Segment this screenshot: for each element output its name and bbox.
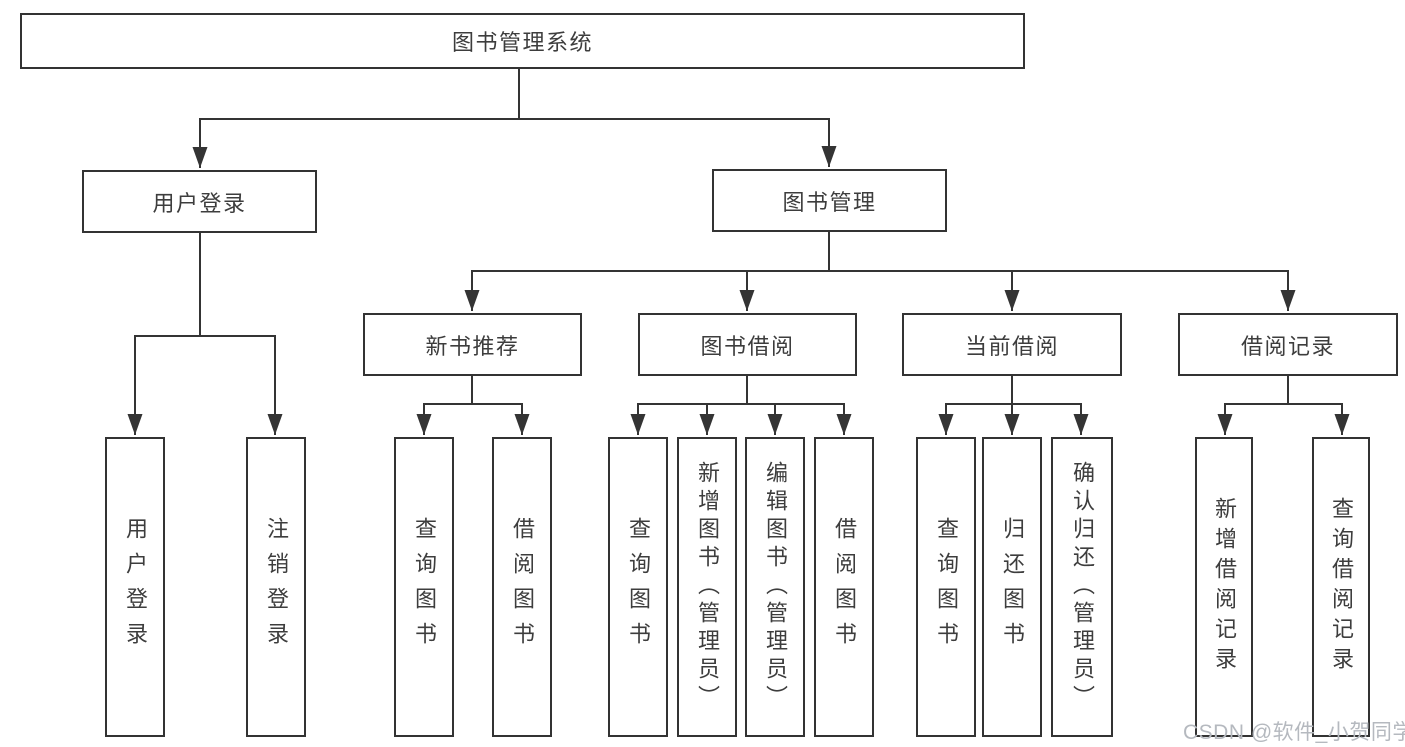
connector-user-login-to-leaves [127, 233, 283, 435]
leaf-add-borrow-record: 新增借阅记录 [1195, 437, 1253, 737]
leaf-edit-book-admin-label: 编辑图书（管理员） [763, 461, 788, 713]
leaf-borrow-books-recommend: 借阅图书 [492, 437, 552, 737]
connector-current-borrow-to-leaves [938, 376, 1089, 435]
leaf-logout-label: 注销登录 [264, 517, 289, 657]
connector-new-book-rec-to-leaves [416, 376, 530, 435]
leaf-borrow-books-recommend-label: 借阅图书 [510, 517, 535, 657]
leaf-confirm-return-admin-label: 确认归还（管理员） [1070, 461, 1095, 713]
leaf-add-book-admin-label: 新增图书（管理员） [695, 461, 720, 713]
leaf-user-login-label: 用户登录 [123, 517, 148, 657]
node-user-login: 用户登录 [82, 170, 317, 233]
leaf-query-books-recommend: 查询图书 [394, 437, 454, 737]
leaf-query-books-borrowing-label: 查询图书 [626, 517, 651, 657]
leaf-query-books-recommend-label: 查询图书 [412, 517, 437, 657]
leaf-borrow-books-borrowing: 借阅图书 [814, 437, 874, 737]
leaf-add-book-admin: 新增图书（管理员） [677, 437, 737, 737]
leaf-edit-book-admin: 编辑图书（管理员） [745, 437, 805, 737]
leaf-query-books-borrowing: 查询图书 [608, 437, 668, 737]
node-book-management: 图书管理 [712, 169, 947, 232]
leaf-query-books-current-label: 查询图书 [934, 517, 959, 657]
node-borrowing-records: 借阅记录 [1178, 313, 1398, 376]
node-library-system: 图书管理系统 [20, 13, 1025, 69]
connector-book-mgmt-to-level3 [464, 232, 1296, 311]
leaf-query-borrow-record: 查询借阅记录 [1312, 437, 1370, 737]
connector-root-to-level2 [192, 69, 837, 168]
leaf-borrow-books-borrowing-label: 借阅图书 [832, 517, 857, 657]
leaf-query-books-current: 查询图书 [916, 437, 976, 737]
connector-book-borrow-to-leaves [630, 376, 852, 435]
leaf-query-borrow-record-label: 查询借阅记录 [1329, 497, 1354, 677]
csdn-watermark: CSDN @软件_小贺同学 [1183, 721, 1405, 744]
node-book-borrowing: 图书借阅 [638, 313, 857, 376]
connector-borrow-record-to-leaves [1217, 376, 1350, 435]
node-current-borrowing: 当前借阅 [902, 313, 1122, 376]
leaf-return-books-label: 归还图书 [1000, 517, 1025, 657]
leaf-add-borrow-record-label: 新增借阅记录 [1212, 497, 1237, 677]
node-new-book-recommend: 新书推荐 [363, 313, 582, 376]
leaf-confirm-return-admin: 确认归还（管理员） [1051, 437, 1113, 737]
leaf-logout: 注销登录 [246, 437, 306, 737]
leaf-user-login: 用户登录 [105, 437, 165, 737]
leaf-return-books: 归还图书 [982, 437, 1042, 737]
